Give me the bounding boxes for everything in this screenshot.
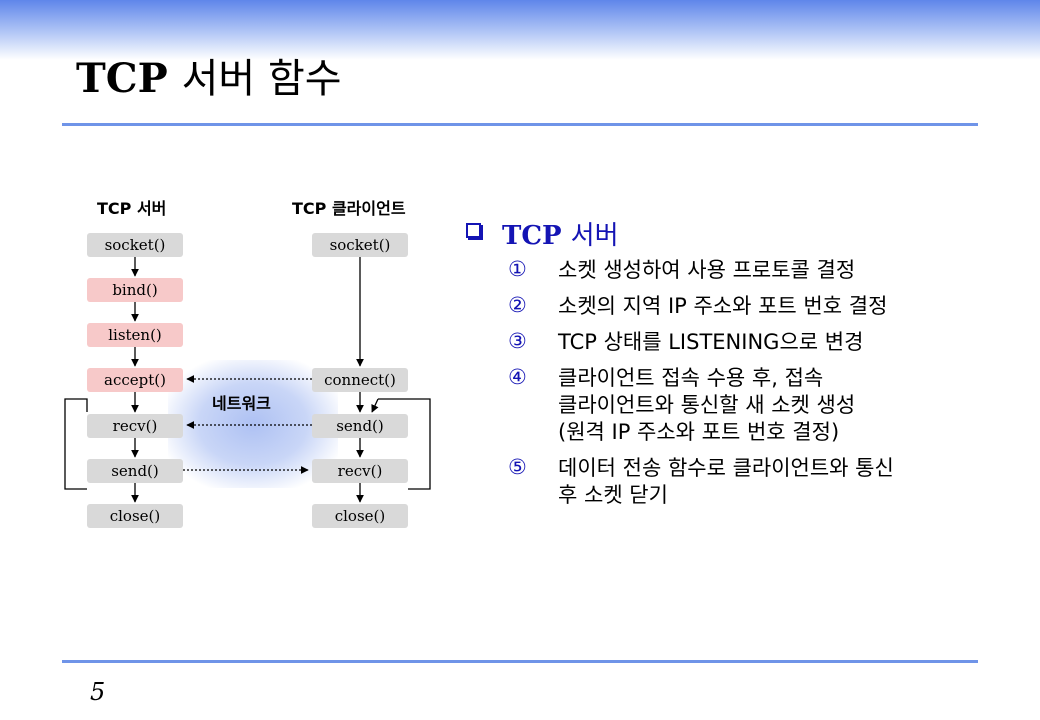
client-column-header: TCP 클라이언트 [292, 199, 406, 218]
server-close-box: close() [87, 504, 183, 528]
server-send-box: send() [87, 459, 183, 483]
server-recv-box: recv() [87, 414, 183, 438]
server-listen-box: listen() [87, 323, 183, 347]
client-loop-arrow [378, 398, 431, 490]
item-text: 클라이언트 접속 수용 후, 접속 클라이언트와 통신할 새 소켓 생성 (원격… [558, 366, 856, 444]
list-item: ② 소켓의 지역 IP 주소와 포트 번호 결정 [466, 293, 1006, 323]
tcp-flow-diagram: TCP 서버 TCP 클라이언트 socket() bind() [0, 0, 460, 560]
server-loop-arrow [64, 398, 88, 490]
list-item: ④ 클라이언트 접속 수용 후, 접속 클라이언트와 통신할 새 소켓 생성 (… [466, 365, 1006, 449]
client-connect-box: connect() [312, 368, 408, 392]
client-send-box: send() [312, 414, 408, 438]
network-label: 네트워크 [212, 394, 271, 413]
title-divider [62, 123, 978, 126]
network-region [168, 360, 338, 488]
page-number: 5 [90, 678, 106, 706]
item-number: ① [508, 257, 527, 281]
server-column-header: TCP 서버 [97, 199, 167, 218]
footer-divider [62, 660, 978, 663]
list-item: ① 소켓 생성하여 사용 프로토콜 결정 [466, 257, 1006, 287]
client-socket-box: socket() [312, 233, 408, 257]
panel-heading: TCP 서버 [466, 215, 1006, 251]
server-bind-box: bind() [87, 278, 183, 302]
item-text: 데이터 전송 함수로 클라이언트와 통신 후 소켓 닫기 [558, 456, 894, 507]
server-accept-box: accept() [87, 368, 183, 392]
description-panel: TCP 서버 ① 소켓 생성하여 사용 프로토콜 결정 ② 소켓의 지역 IP … [466, 215, 1006, 511]
item-number: ④ [508, 365, 527, 389]
item-number: ② [508, 293, 527, 317]
client-close-box: close() [312, 504, 408, 528]
client-recv-box: recv() [312, 459, 408, 483]
diagram-connectors [64, 257, 431, 503]
item-text: TCP 상태를 LISTENING으로 변경 [558, 330, 864, 354]
square-bullet-icon [466, 223, 481, 238]
item-number: ⑤ [508, 455, 527, 479]
list-item: ⑤ 데이터 전송 함수로 클라이언트와 통신 후 소켓 닫기 [466, 455, 1006, 511]
slide-title: TCP 서버 함수 [76, 55, 342, 102]
header-gradient-band [0, 0, 1040, 60]
item-number: ③ [508, 329, 527, 353]
list-item: ③ TCP 상태를 LISTENING으로 변경 [466, 329, 1006, 359]
server-socket-box: socket() [87, 233, 183, 257]
item-text: 소켓의 지역 IP 주소와 포트 번호 결정 [558, 294, 888, 318]
item-text: 소켓 생성하여 사용 프로토콜 결정 [558, 258, 856, 282]
